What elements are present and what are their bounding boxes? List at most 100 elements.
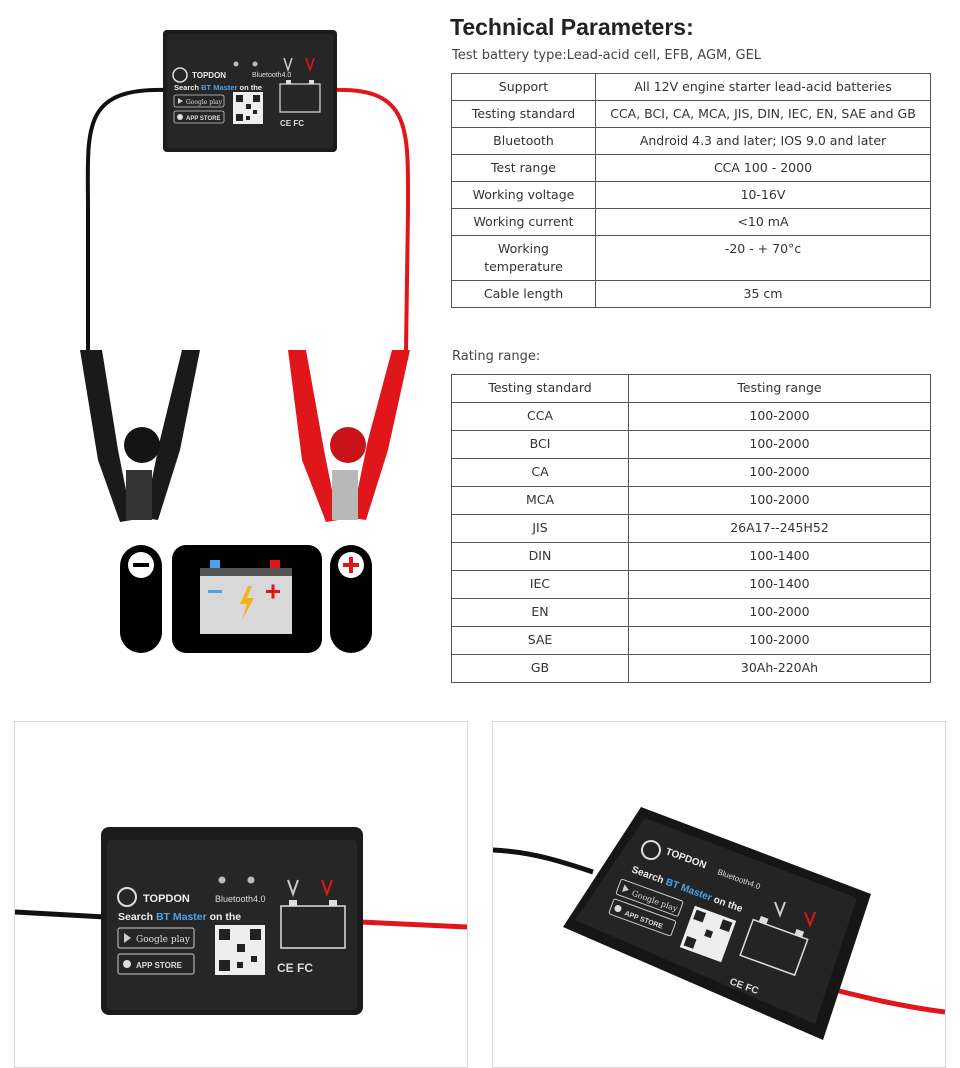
red-cable <box>822 984 945 1015</box>
param-value: Android 4.3 and later; IOS 9.0 and later <box>595 127 931 155</box>
rating-range: 30Ah-220Ah <box>628 654 931 683</box>
column-header: Testing standard <box>451 374 629 403</box>
google-play-icon <box>124 933 131 943</box>
red-cable <box>334 87 411 351</box>
device-search-prefix: Search <box>174 83 199 92</box>
tester-with-clamps-image: TOPDON Bluetooth4.0 Search BT Master on … <box>80 30 411 653</box>
qr-code-icon <box>215 925 265 975</box>
param-key: Working voltage <box>451 181 596 209</box>
svg-text:Search BT Master o: Search BT Master on the <box>174 83 262 92</box>
rating-standard: DIN <box>451 542 629 571</box>
rating-range: 100-2000 <box>628 626 931 655</box>
param-value: CCA, BCI, CA, MCA, JIS, DIN, IEC, EN, SA… <box>595 100 931 128</box>
product-illustration: TOPDON Bluetooth4.0 Search BT Master on … <box>40 20 430 660</box>
device-brand: TOPDON <box>143 893 190 905</box>
param-value: -20 - + 70°c <box>595 235 931 281</box>
rating-standard: JIS <box>451 514 629 543</box>
apple-icon <box>177 114 183 120</box>
param-key: Cable length <box>451 280 596 308</box>
topdon-logo-icon <box>641 840 661 860</box>
battery-icon <box>280 900 346 949</box>
positive-clamp <box>288 350 410 522</box>
device-google-play: Google play <box>136 935 191 945</box>
device-app-store: APP STORE <box>186 116 220 122</box>
rating-range: 100-2000 <box>628 486 931 515</box>
param-key: Support <box>451 73 596 101</box>
device-app-store: APP STORE <box>136 961 183 970</box>
google-play-icon <box>621 884 629 892</box>
device-app-name: BT Master <box>156 911 207 923</box>
battery-icon <box>739 915 809 977</box>
rating-range: 26A17--245H52 <box>628 514 931 543</box>
rating-standard: BCI <box>451 430 629 459</box>
device-search-prefix: Search <box>118 911 153 923</box>
minus-icon <box>133 563 149 567</box>
qr-code-icon <box>679 905 737 963</box>
rating-standard: SAE <box>451 626 629 655</box>
device-brand: TOPDON <box>192 71 226 80</box>
rating-standard: CA <box>451 458 629 487</box>
google-play-icon <box>178 98 183 104</box>
tester-device: TOPDON Bluetooth4.0 Search BT Master on … <box>163 30 337 152</box>
product-photo-angle: TOPDON Bluetooth4.0 Search BT Master on … <box>492 721 946 1068</box>
device-search-suffix: on the <box>239 83 262 92</box>
lightning-icon <box>240 586 254 620</box>
product-photo-front: TOPDON Bluetooth4.0 Search BT Master on … <box>14 721 468 1068</box>
device-marks: CE FC <box>280 119 304 128</box>
device-bluetooth: Bluetooth4.0 <box>252 72 291 79</box>
device-angle-image: TOPDON Bluetooth4.0 Search BT Master on … <box>493 807 945 1040</box>
topdon-logo-icon <box>172 67 188 83</box>
device-front-image: TOPDON Bluetooth4.0 Search BT Master on … <box>15 827 467 1015</box>
black-cable <box>85 87 166 350</box>
rating-standard: CCA <box>451 402 629 431</box>
rating-range: 100-2000 <box>628 458 931 487</box>
device-google-play: Google play <box>186 99 223 106</box>
param-value: All 12V engine starter lead-acid batteri… <box>595 73 931 101</box>
param-value: 35 cm <box>595 280 931 308</box>
battery-icon <box>279 80 321 113</box>
table-row: Working current<10 mA <box>451 208 931 236</box>
param-key: Working current <box>451 208 596 236</box>
negative-clamp <box>80 350 200 522</box>
minus-icon <box>208 590 222 593</box>
table-row: Working temperature-20 - + 70°c <box>451 235 931 281</box>
param-value: <10 mA <box>595 208 931 236</box>
param-value: 10-16V <box>595 181 931 209</box>
device-bluetooth: Bluetooth4.0 <box>215 894 266 904</box>
spec-title: Technical Parameters: <box>450 14 694 40</box>
rating-standard: MCA <box>451 486 629 515</box>
rating-standard: IEC <box>451 570 629 599</box>
qr-code-icon <box>233 92 263 124</box>
rating-range: 100-2000 <box>628 598 931 627</box>
rating-range: 100-2000 <box>628 402 931 431</box>
param-value: CCA 100 - 2000 <box>595 154 931 182</box>
rating-standard: EN <box>451 598 629 627</box>
battery-badge <box>172 545 322 653</box>
apple-icon <box>614 905 622 913</box>
rating-label: Rating range: <box>452 349 541 364</box>
param-key: Working temperature <box>451 235 596 281</box>
rating-range: 100-1400 <box>628 570 931 599</box>
device-app-name: BT Master <box>201 83 237 92</box>
positive-terminal-badge <box>330 545 372 653</box>
rating-range: 100-2000 <box>628 430 931 459</box>
negative-terminal-badge <box>120 545 162 653</box>
param-key: Bluetooth <box>451 127 596 155</box>
device-marks: CE FC <box>277 961 313 975</box>
